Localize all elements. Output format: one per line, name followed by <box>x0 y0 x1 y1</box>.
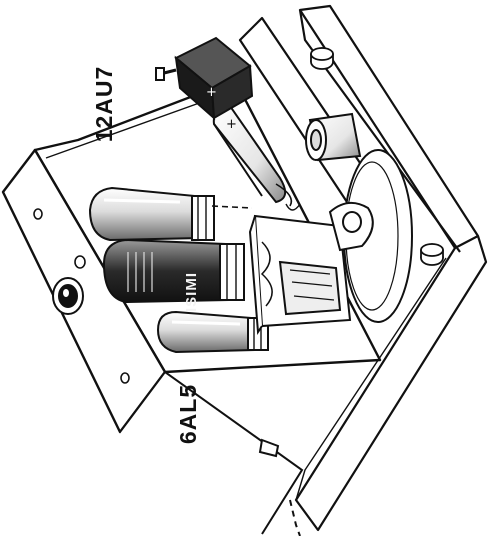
block-battery <box>155 36 254 121</box>
tube-center-brand: ISIMI <box>183 272 200 312</box>
base-plate <box>294 4 488 532</box>
block-battery-polarity: + <box>206 85 217 100</box>
cylinder-battery-polarity: + <box>226 117 237 132</box>
tube-label-12au7: 12AU7 <box>91 66 117 143</box>
tube-lower <box>156 310 269 354</box>
tube-upper <box>88 186 215 242</box>
mount-bracket <box>328 201 374 252</box>
tube-center <box>102 238 245 304</box>
base-bolt-bottom <box>420 242 444 266</box>
meter-dial <box>343 149 413 323</box>
front-face-holes <box>33 208 130 384</box>
chassis-lower-edge <box>119 370 304 536</box>
standoff-post <box>305 112 362 162</box>
tube-label-6al5: 6AL5 <box>175 384 201 444</box>
transformer <box>248 214 352 335</box>
leader-line <box>211 205 253 209</box>
base-bolt-top <box>310 46 334 70</box>
front-jack <box>52 277 84 315</box>
